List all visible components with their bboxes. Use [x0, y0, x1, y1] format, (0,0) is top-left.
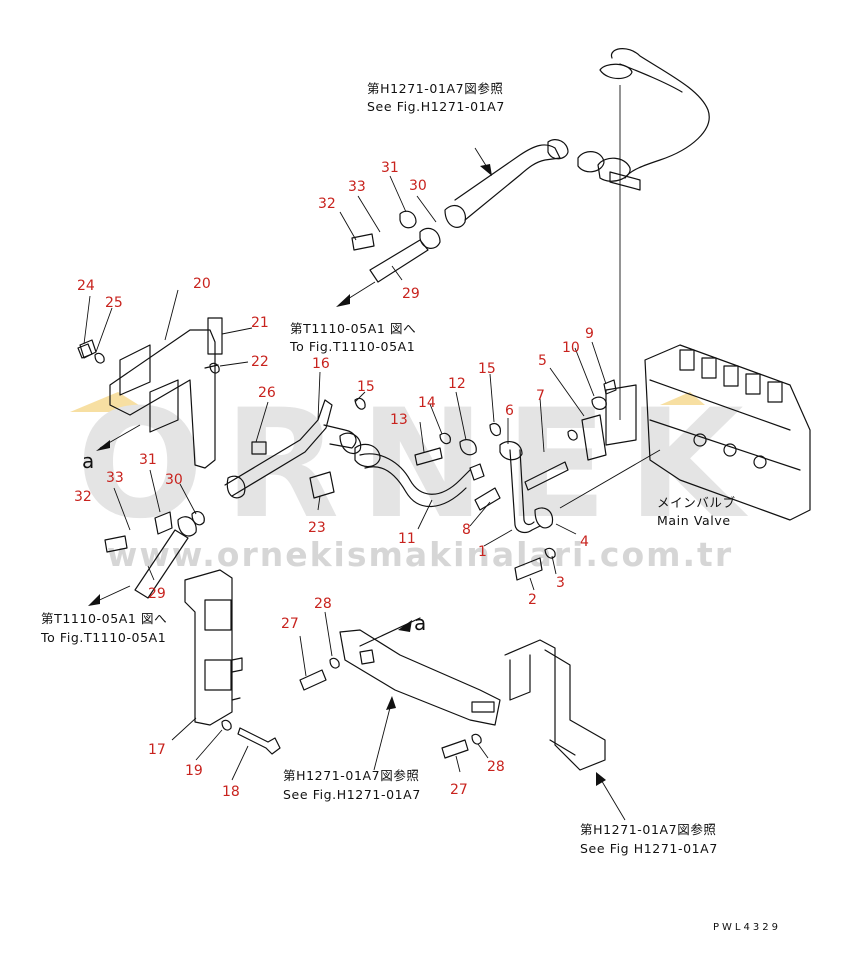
ref-mid-h1271-en: See Fig.H1271-01A7: [283, 787, 421, 802]
bracket-20: [79, 317, 223, 469]
ref-top-t1110-jp: 第T1110-05A1 図へ: [290, 321, 416, 336]
figure-code: PWL4329: [713, 922, 781, 933]
lower-right-bracket: [504, 639, 606, 771]
callout-15-left: 15: [357, 379, 375, 395]
callout-8: 8: [462, 522, 471, 538]
plate-5: [524, 379, 637, 491]
callout-32-left: 32: [74, 489, 92, 505]
callout-7: 7: [536, 388, 545, 404]
callout-27-bottom: 27: [450, 782, 468, 798]
leader-lines: [83, 147, 626, 821]
callout-numbers: 1 2 3 4 5 6 7 8 9 10 11 12 13 14 15 15 1…: [74, 160, 594, 800]
upper-hose: [577, 48, 710, 420]
callout-3: 3: [556, 575, 565, 591]
callout-9: 9: [585, 326, 594, 342]
callout-31-top: 31: [381, 160, 399, 176]
callout-21: 21: [251, 315, 269, 331]
callout-28-bottom: 28: [487, 759, 505, 775]
middle-hose-11: [354, 443, 501, 511]
watermark: ORNEK www.ornekismakinalari.com.tr: [70, 378, 763, 574]
callout-29-left: 29: [148, 586, 166, 602]
callout-28-top: 28: [314, 596, 332, 612]
callout-31-left: 31: [139, 452, 157, 468]
ref-bottom-h1271-jp: 第H1271-01A7図参照: [580, 822, 717, 837]
callout-30-top: 30: [409, 178, 427, 194]
view-marker-a-left: a: [82, 449, 94, 473]
callout-17: 17: [148, 742, 166, 758]
callout-23: 23: [308, 520, 326, 536]
callout-27-top: 27: [281, 616, 299, 632]
callout-1: 1: [478, 544, 487, 560]
callout-13: 13: [390, 412, 408, 428]
callout-5: 5: [538, 353, 547, 369]
ref-top-t1110-en: To Fig.T1110-05A1: [289, 339, 415, 354]
callout-15-right: 15: [478, 361, 496, 377]
view-marker-a-mid: a: [414, 611, 426, 635]
main-valve-label-jp: メインバルブ: [657, 495, 736, 510]
left-pipe-16: [224, 399, 362, 499]
callout-19: 19: [185, 763, 203, 779]
small-washers: [77, 343, 232, 731]
part-drawings: [77, 48, 811, 821]
callout-2: 2: [528, 592, 537, 608]
watermark-brand: ORNEK: [76, 378, 763, 552]
callout-4: 4: [580, 534, 589, 550]
callout-26: 26: [258, 385, 276, 401]
ref-mid-h1271-jp: 第H1271-01A7図参照: [283, 768, 420, 783]
callout-18: 18: [222, 784, 240, 800]
lower-plate: [339, 617, 501, 726]
ref-left-t1110-jp: 第T1110-05A1 図へ: [41, 611, 167, 626]
callout-14: 14: [418, 395, 436, 411]
ref-left-t1110-en: To Fig.T1110-05A1: [40, 630, 166, 645]
callout-16: 16: [312, 356, 330, 372]
callout-10: 10: [562, 340, 580, 356]
pipe-1: [499, 441, 554, 534]
clamp-parts-center: [354, 397, 556, 581]
main-valve-label-en: Main Valve: [657, 513, 731, 528]
callout-12: 12: [448, 376, 466, 392]
main-valve: [559, 344, 811, 521]
callout-22: 22: [251, 354, 269, 370]
callout-6: 6: [505, 403, 514, 419]
callout-11: 11: [398, 531, 416, 547]
callout-33-left: 33: [106, 470, 124, 486]
bolt-18: [237, 727, 281, 755]
ref-top-h1271-en: See Fig.H1271-01A7: [367, 99, 505, 114]
callout-20: 20: [193, 276, 211, 292]
callout-30-left: 30: [165, 472, 183, 488]
callout-24: 24: [77, 278, 95, 294]
lower-bolts: [299, 657, 482, 759]
reference-notes: 第H1271-01A7図参照 See Fig.H1271-01A7 第T1110…: [40, 81, 781, 933]
watermark-url: www.ornekismakinalari.com.tr: [107, 535, 733, 574]
bracket-17: [184, 569, 243, 726]
ref-bottom-h1271-en: See Fig H1271-01A7: [580, 841, 718, 856]
callout-25: 25: [105, 295, 123, 311]
upper-pipe: [336, 139, 569, 307]
callout-32-top: 32: [318, 196, 336, 212]
callout-33-top: 33: [348, 179, 366, 195]
ref-top-h1271-jp: 第H1271-01A7図参照: [367, 81, 504, 96]
callout-29-top: 29: [402, 286, 420, 302]
left-pipe-29: [88, 510, 205, 606]
